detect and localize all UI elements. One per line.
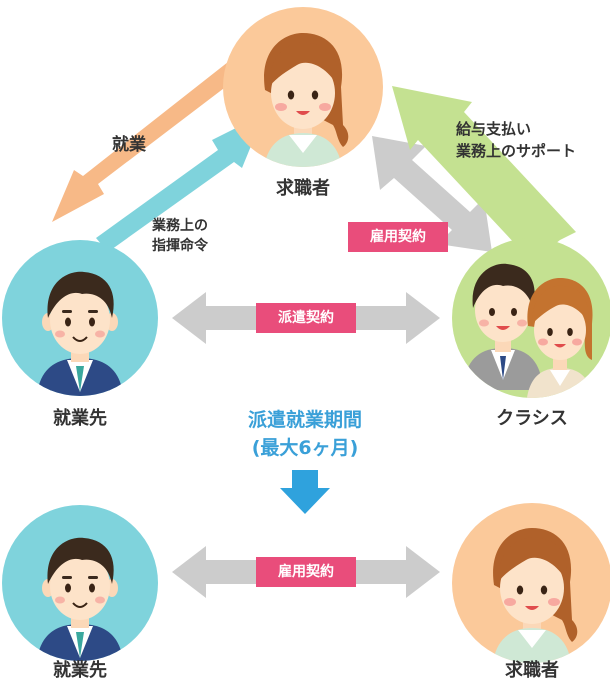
seeker-top-avatar xyxy=(223,7,383,167)
instruction-label-line2: 指揮命令 xyxy=(152,238,208,254)
company-left-label: 就業先 xyxy=(53,408,107,429)
dispatch-period: 派遣就業期間 (最大6ヶ月) xyxy=(205,406,405,462)
instruction-arrow xyxy=(96,114,264,252)
pay-label: 給与支払い 業務上のサポート xyxy=(456,118,576,162)
work-arrow xyxy=(52,62,240,222)
employment-contract-tag-top: 雇用契約 xyxy=(348,222,448,252)
down-arrow xyxy=(280,470,330,514)
pay-arrow xyxy=(392,86,576,262)
instruction-label: 業務上の 指揮命令 xyxy=(152,216,208,256)
agency-label: クラシス xyxy=(496,408,568,429)
seeker-bottom-label: 求職者 xyxy=(505,660,559,681)
pay-label-line1: 給与支払い xyxy=(456,120,532,138)
employment-arrow-top xyxy=(372,136,492,252)
dispatch-period-line2: (最大6ヶ月) xyxy=(251,437,359,459)
dispatch-contract-tag: 派遣契約 xyxy=(256,303,356,333)
employment-contract-tag-bottom: 雇用契約 xyxy=(256,557,356,587)
agency-avatar xyxy=(452,238,610,398)
dispatch-period-line1: 派遣就業期間 xyxy=(247,409,362,431)
pay-label-line2: 業務上のサポート xyxy=(456,142,577,160)
instruction-label-line1: 業務上の xyxy=(152,218,208,234)
company-bottom-label: 就業先 xyxy=(53,660,107,681)
seeker-top-label: 求職者 xyxy=(276,178,330,199)
seeker-bottom-avatar xyxy=(452,503,610,663)
company-left-avatar xyxy=(2,240,158,396)
work-label: 就業 xyxy=(112,135,146,155)
company-bottom-avatar xyxy=(2,505,158,661)
